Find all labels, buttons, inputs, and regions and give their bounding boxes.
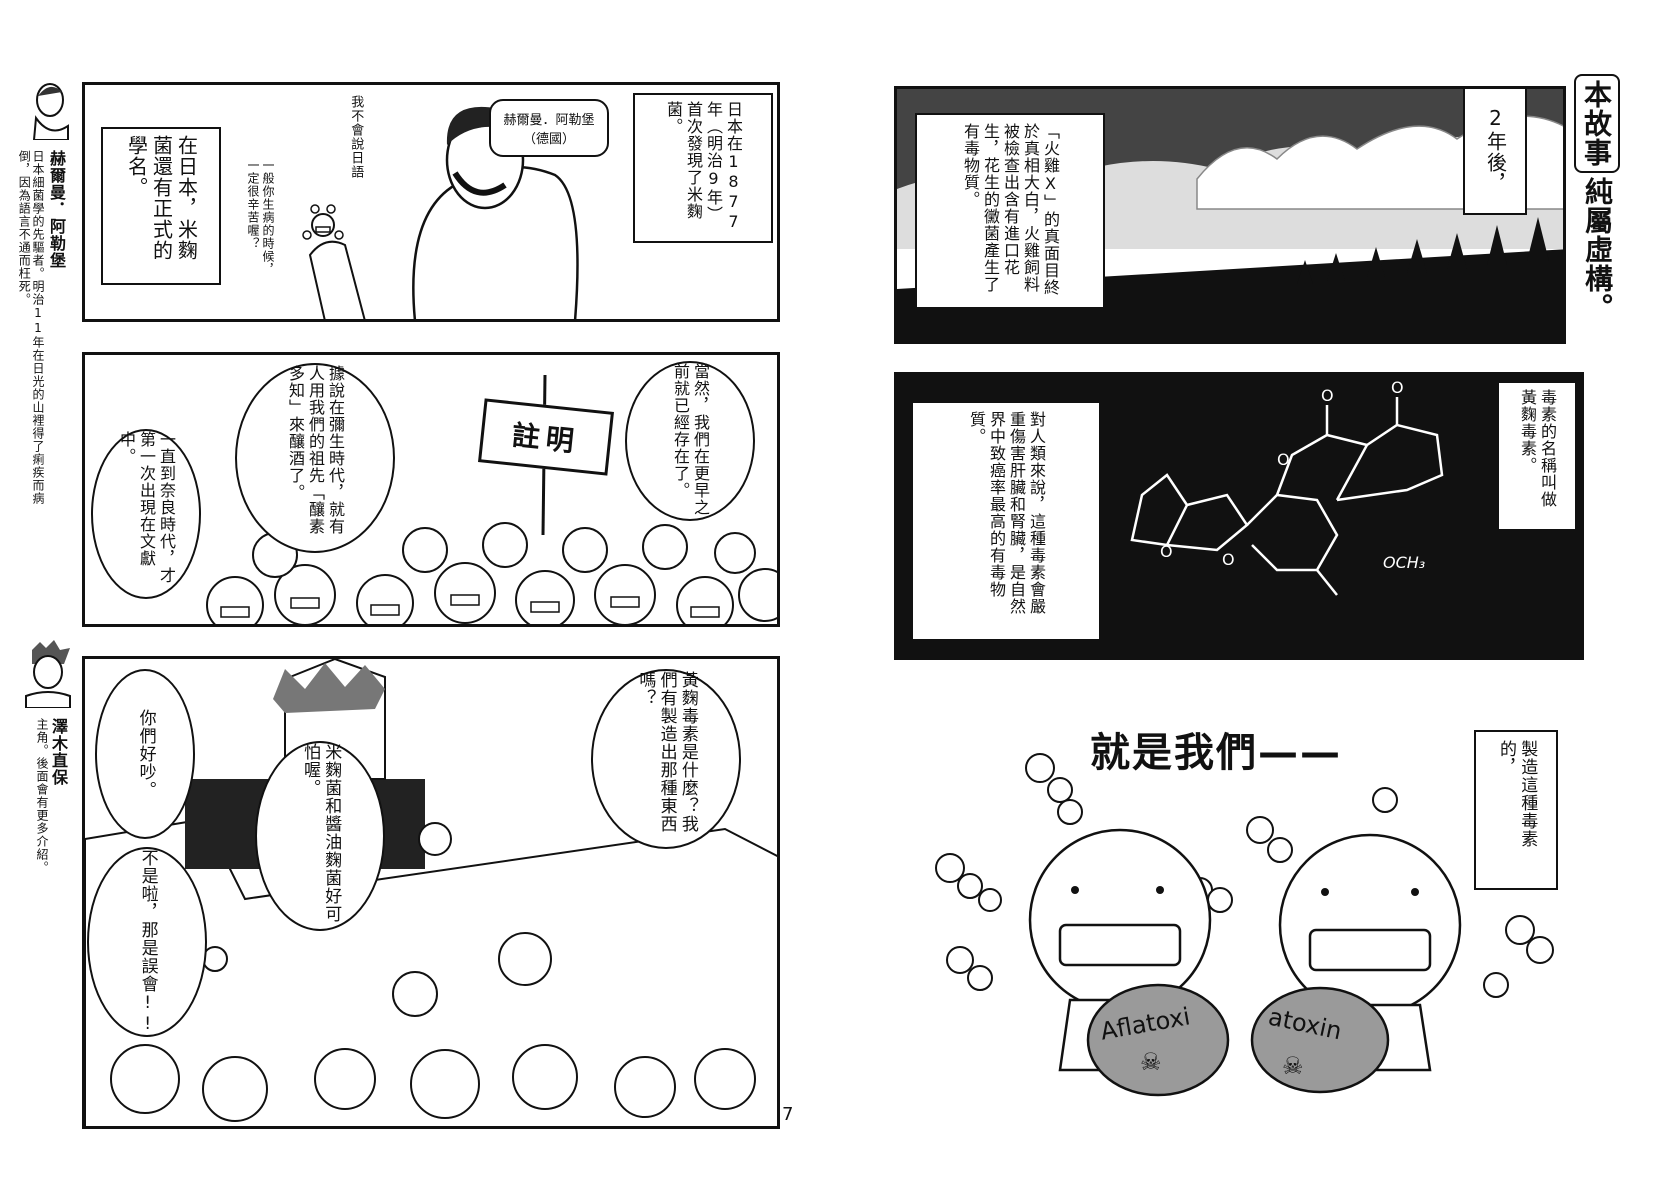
sky-landscape-illustration: [897, 89, 1563, 341]
aflatoxin-tag-1: Aflatoxi: [1098, 1002, 1193, 1046]
speech-bubble-exist: 當然，我們在更早之前就已經存在了。: [625, 361, 755, 521]
char2-name: 澤木直保: [49, 718, 68, 786]
svg-text:O: O: [1277, 450, 1290, 469]
right-panel-1: 「火雞X」的真面目終於真相大白，火雞飼料被檢查出含有進口花生，花生的黴菌產生了有…: [894, 86, 1566, 344]
caption-box-carcinogen: 對人類來說，這種毒素會嚴重傷害肝臟和腎臟，是自然界中致癌率最高的有毒物質。: [911, 401, 1101, 641]
caption-box-1877: 日本在1877年（明治9年）首次發現了米麴菌。: [633, 93, 773, 243]
char2-portrait: [20, 640, 76, 708]
sign-text: 註明: [510, 418, 582, 459]
char1-name: 赫爾曼．阿勒堡: [47, 150, 66, 269]
name-bubble-text: 赫爾曼．阿勒堡（德國）: [503, 113, 595, 147]
svg-text:O: O: [1160, 542, 1173, 561]
speech-bubble-nara: 一直到奈良時代，才第一次出現在文獻中。: [91, 429, 201, 599]
skull-icon: ☠: [1140, 1048, 1162, 1076]
panel-2: 一直到奈良時代，才第一次出現在文獻中。 據說在彌生時代，就有人用我們的祖先「釀素…: [82, 352, 780, 627]
panel-1: 在日本，米麴菌還有正式的學名。 一般你生病的時候，一定很辛苦喔？ 我不會說日語 …: [82, 82, 780, 322]
char2-description: 主角。後面會有更多介紹。: [35, 718, 49, 874]
name-bubble: 赫爾曼．阿勒堡（德國）: [489, 99, 609, 157]
svg-text:O: O: [1391, 378, 1404, 397]
disclaimer: 本故事 純屬虛構。: [1574, 74, 1622, 374]
caption-box-two-years: 2年後，: [1463, 89, 1527, 215]
professor-illustration: [302, 106, 579, 319]
aflatoxin-structure-diagram: O O O O O: [1130, 378, 1444, 596]
speech-bubble-noisy: 你們好吵。: [95, 669, 195, 839]
right-panel-2: O O O O O OCH₃ 對人類來說，這種毒素會嚴重傷害肝臟和腎臟，是自然界中致癌…: [894, 372, 1584, 660]
headline-we-are: 就是我們——: [1090, 730, 1342, 776]
speech-bubble-yayoi: 據說在彌生時代，就有人用我們的祖先「釀素多知」來釀酒了。: [235, 363, 395, 553]
aflatoxin-tag-2: atoxin: [1265, 1002, 1345, 1046]
disclaimer-rest: 純屬虛構。: [1581, 177, 1614, 322]
char1-description: 日本細菌學的先驅者。明治11年在日光的山裡得了痢疾而病倒，因為語言不通而枉死。: [17, 150, 45, 505]
speech-bubble-aflatoxin-question: 黃麴毒素是什麼？我們有製造出那種東西嗎？: [591, 669, 741, 849]
char1-portrait: [28, 78, 74, 140]
caption-box-nihon: 在日本，米麴菌還有正式的學名。: [101, 127, 221, 285]
skull-icon: ☠: [1282, 1052, 1304, 1080]
small-dialogue: 一般你生病的時候，一定很辛苦喔？: [246, 159, 275, 276]
hero-scene-illustration: [85, 659, 777, 1126]
caption-box-toxin-name: 毒素的名稱叫做黃麴毒素。: [1497, 381, 1577, 531]
speech-bubble-scary: 米麴菌和醬油麴菌好可怕喔。: [255, 741, 385, 931]
panel-3: 你們好吵。 米麴菌和醬油麴菌好可怕喔。 不是啦，那是誤會!! 黃麴毒素是什麼？我…: [82, 656, 780, 1129]
koji-crowd-illustration: [206, 374, 777, 624]
svg-text:O: O: [1222, 550, 1235, 569]
page-number: 7: [782, 1104, 794, 1125]
caption-box-make-toxin: 製造這種毒素的，: [1474, 730, 1558, 890]
svg-text:O: O: [1321, 386, 1334, 405]
speech-bubble-misunderstand: 不是啦，那是誤會!!: [87, 847, 207, 1037]
och3-label: OCH₃: [1383, 553, 1426, 572]
caption-box-turkeyx: 「火雞X」的真面目終於真相大白，火雞飼料被檢查出含有進口花生，花生的黴菌產生了有…: [915, 113, 1105, 309]
sign-board: 註明: [478, 398, 614, 476]
no-japanese-text: 我不會說日語: [348, 95, 364, 179]
disclaimer-boxed: 本故事: [1574, 74, 1620, 173]
